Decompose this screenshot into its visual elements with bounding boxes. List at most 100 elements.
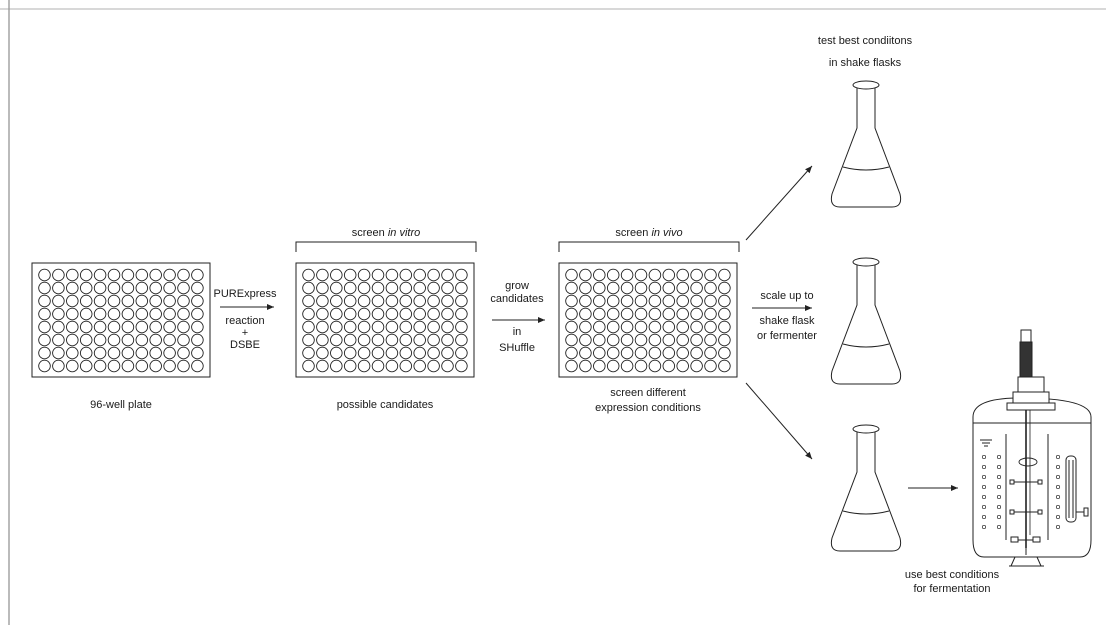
well [427,307,440,321]
well [455,320,468,334]
well [690,333,703,347]
well [455,333,468,347]
well [79,294,93,308]
plate-in-vivo [558,262,738,378]
well [107,333,121,347]
well [93,359,107,373]
well [371,333,385,347]
well [648,346,662,360]
well [52,307,65,321]
well [690,307,703,321]
sparger [1032,536,1041,543]
well [343,320,357,334]
flask-body [830,432,902,552]
plate1-caption: 96-well plate [90,399,152,411]
well [662,333,676,347]
well [191,333,204,347]
air-bubble [1055,504,1061,510]
well [66,268,79,282]
well [399,268,413,282]
well [66,346,79,360]
well [565,320,578,334]
well [634,268,648,282]
well [330,346,343,360]
air-bubble [981,494,987,500]
well [579,281,592,295]
well [427,346,440,360]
well [302,268,315,282]
well [441,294,454,308]
air-bubble [981,464,987,470]
heat-exchanger [1065,455,1077,523]
scaleup-label-2: shake flask [759,315,815,327]
air-bubble [996,504,1002,510]
well [135,281,149,295]
well [718,359,731,373]
well [343,333,357,347]
well [593,307,606,321]
fermenter-leg [1036,556,1042,567]
fermenter-motor-top [1020,329,1032,343]
well [316,320,329,334]
well [565,268,578,282]
well-light_green [620,333,634,347]
fermenter [972,329,1092,567]
well [38,320,51,334]
well [52,359,65,373]
flask-meniscus [842,166,890,171]
well [357,294,371,308]
well [620,359,634,373]
well [620,294,634,308]
well [191,281,204,295]
well [565,281,578,295]
well [52,320,65,334]
sparger [1010,536,1019,543]
well [565,346,578,360]
well [690,320,703,334]
well [149,307,162,321]
well [52,294,65,308]
well [66,333,79,347]
well [93,294,107,308]
well [399,333,413,347]
well [135,268,149,282]
well [38,307,51,321]
well-gray [399,307,413,321]
well [593,333,606,347]
well [620,281,634,295]
well [107,294,121,308]
well [343,281,357,295]
well [718,294,731,308]
well [79,281,93,295]
well [455,359,468,373]
well [620,346,634,360]
well [177,359,190,373]
well [455,294,468,308]
well [606,333,620,347]
well [385,268,399,282]
well-light_green [704,359,717,373]
well [648,359,662,373]
arrow-to-top-flask [745,165,813,241]
flask1-caption-1: test best condiitons [818,35,913,47]
well [52,268,65,282]
well [385,320,399,334]
well [676,281,689,295]
well [121,320,135,334]
well [593,281,606,295]
well [38,281,51,295]
well [690,346,703,360]
well [316,333,329,347]
well [93,268,107,282]
well [690,294,703,308]
air-bubble [1055,524,1061,530]
well [427,281,440,295]
arrow1-label-top: PURExpress [214,288,277,300]
well [302,294,315,308]
well [135,320,149,334]
well [357,346,371,360]
well [690,281,703,295]
well [606,359,620,373]
well [385,333,399,347]
plate-wells [302,268,468,373]
